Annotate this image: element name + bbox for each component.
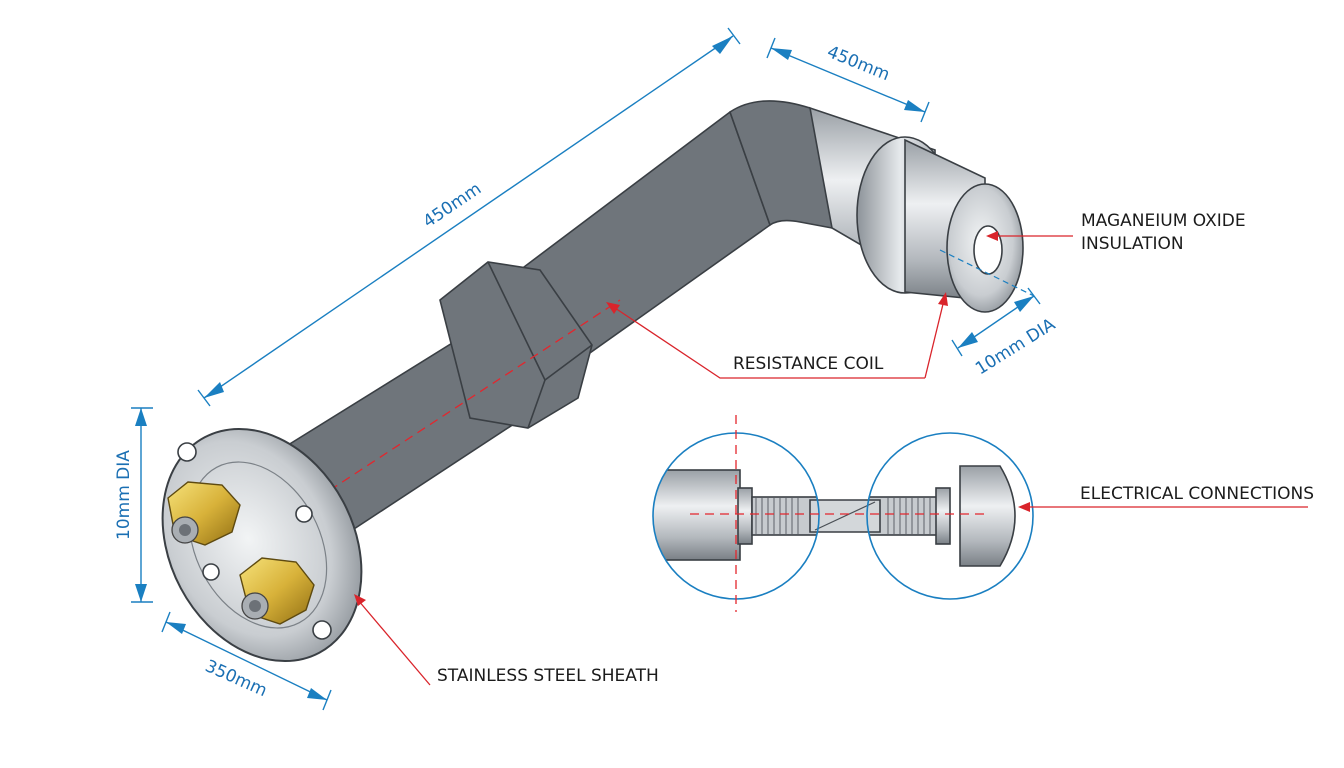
heater-tube xyxy=(270,100,1024,550)
resistance-coil-label: RESISTANCE COIL xyxy=(733,354,884,374)
insulation-label-line2: INSULATION xyxy=(1081,234,1184,254)
callout-resistance-coil: RESISTANCE COIL xyxy=(606,292,948,379)
flange-bolt-hole xyxy=(202,563,220,581)
flange-bolt-hole xyxy=(295,505,313,523)
dimension-flange-diameter: 10mm DIA xyxy=(114,407,153,603)
stainless-sheath-label: STAINLESS STEEL SHEATH xyxy=(437,666,659,686)
electrical-connections-label: ELECTRICAL CONNECTIONS xyxy=(1080,484,1314,504)
terminal-nut-lower xyxy=(239,557,315,625)
hex-coupling-nut xyxy=(439,261,593,429)
main-length-label: 450mm xyxy=(420,179,486,232)
elbow-length-label: 450mm xyxy=(824,42,892,85)
callout-electrical-connections: ELECTRICAL CONNECTIONS xyxy=(1018,484,1314,512)
detail-lens-right xyxy=(866,432,1034,600)
mounting-flange xyxy=(161,427,363,663)
callout-stainless-sheath: STAINLESS STEEL SHEATH xyxy=(354,594,659,686)
resistance-coil-hidden-line xyxy=(291,299,621,516)
callout-insulation: MAGANEIUM OXIDE INSULATION xyxy=(986,211,1246,254)
connection-detail-view xyxy=(652,415,1034,612)
insulation-label-line1: MAGANEIUM OXIDE xyxy=(1081,211,1246,231)
flange-bolt-hole xyxy=(312,620,332,640)
terminal-nut-upper xyxy=(167,481,241,546)
coil-thread xyxy=(755,498,931,534)
end-diameter-label: 10mm DIA xyxy=(972,314,1059,379)
flange-bolt-hole xyxy=(177,442,197,462)
flange-width-label: 350mm xyxy=(202,656,270,701)
flange-diameter-label: 10mm DIA xyxy=(114,450,134,540)
